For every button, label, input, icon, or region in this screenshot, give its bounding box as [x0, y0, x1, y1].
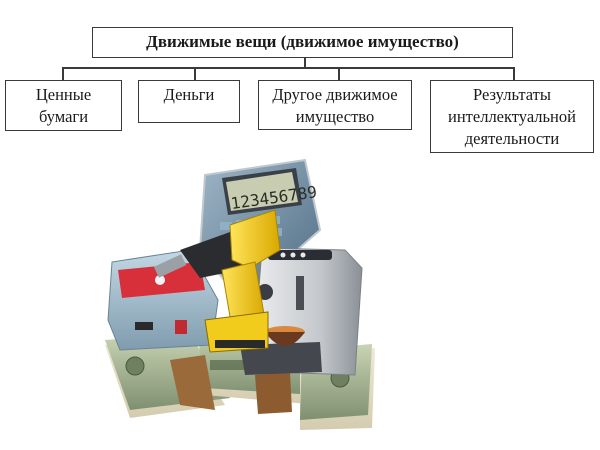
connector-to-other-property [338, 67, 340, 80]
node-securities: Ценные бумаги [5, 80, 122, 131]
diagram-title-box: Движимые вещи (движимое имущество) [92, 27, 513, 58]
connector-vertical-root [304, 57, 306, 68]
node-label-line: бумаги [38, 107, 89, 126]
coffee-machine-icon [240, 247, 363, 376]
node-label-line: Результаты [473, 85, 551, 104]
diagram-title: Движимые вещи (движимое имущество) [146, 32, 459, 51]
node-money: Деньги [138, 80, 240, 123]
node-label-line: интеллектуальной [448, 107, 576, 126]
node-label-line: имущество [295, 107, 375, 126]
node-intellectual-results: Результаты интеллектуальной деятельности [430, 80, 594, 153]
connector-to-money [194, 67, 196, 80]
node-label-line: Ценные [35, 85, 92, 104]
node-label-line: деятельности [464, 129, 560, 148]
node-label-line: Деньги [163, 85, 215, 104]
connector-to-intellectual [513, 67, 515, 80]
node-label-line: Другое движимое [272, 85, 398, 104]
sewing-machine-icon [107, 249, 219, 351]
connector-horizontal [62, 67, 514, 69]
drill-icon [153, 209, 281, 353]
connector-to-securities [62, 67, 64, 80]
node-other-movable-property: Другое движимое имущество [258, 80, 412, 130]
